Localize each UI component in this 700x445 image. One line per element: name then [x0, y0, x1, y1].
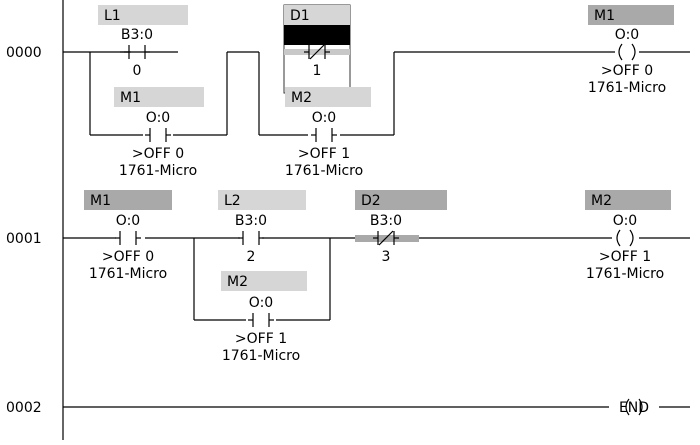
tag-box: [585, 190, 671, 210]
address-label: O:0: [146, 110, 170, 126]
coil-right-paren: [631, 43, 636, 61]
bit-label: >OFF 1: [599, 249, 651, 265]
address-label: O:0: [249, 295, 273, 311]
end-instruction-end[interactable]: END: [619, 398, 649, 416]
tag-label: M2: [591, 193, 612, 209]
bit-label: 3: [382, 249, 391, 265]
wire: [309, 44, 325, 60]
tag-label: M2: [227, 274, 248, 290]
tag-box: [218, 190, 306, 210]
tag-box: [355, 190, 447, 210]
address-label: O:0: [116, 213, 140, 229]
coil-left-paren: [618, 43, 623, 61]
coil-left-paren: [625, 398, 630, 416]
bit-label: 0: [133, 63, 142, 79]
tag-label: L2: [224, 193, 241, 209]
bit-label: >OFF 1: [298, 146, 350, 162]
rung-number: 0002: [6, 400, 42, 416]
tag-label: L1: [104, 8, 121, 24]
address-label: B3:0: [235, 213, 267, 229]
tag-box: [84, 190, 172, 210]
address-highlight: [284, 25, 350, 45]
tag-box: [98, 5, 188, 25]
address-label: B3:0: [121, 27, 153, 43]
address-label: O:0: [613, 213, 637, 229]
tag-box: [114, 87, 204, 107]
tag-box: [221, 271, 307, 291]
tag-box: [588, 5, 674, 25]
bit-label: >OFF 1: [235, 331, 287, 347]
bit-label: 2: [247, 249, 256, 265]
coil-left-paren: [616, 229, 621, 247]
coil-right-paren: [629, 229, 634, 247]
description-label: 1761-Micro: [285, 163, 363, 179]
tag-label: M2: [291, 90, 312, 106]
rung-number: 0000: [6, 45, 42, 61]
rung-number: 0001: [6, 231, 42, 247]
address-label: O:0: [615, 27, 639, 43]
tag-label: M1: [90, 193, 111, 209]
tag-label: D2: [361, 193, 381, 209]
bit-label: >OFF 0: [132, 146, 184, 162]
tag-box: [285, 87, 371, 107]
description-label: 1761-Micro: [588, 80, 666, 96]
contact-highlight: [355, 235, 419, 242]
bit-label: 1: [313, 63, 322, 79]
address-label: O:0: [312, 110, 336, 126]
tag-label: M1: [120, 90, 141, 106]
description-label: 1761-Micro: [586, 266, 664, 282]
bit-label: >OFF 0: [102, 249, 154, 265]
end-label: END: [619, 400, 649, 416]
coil-right-paren: [638, 398, 643, 416]
rung-0001: 0001: [6, 231, 690, 247]
address-label: B3:0: [301, 27, 333, 43]
tag-label: D1: [290, 8, 310, 24]
branch-wires: [89, 51, 395, 321]
wire: [378, 230, 394, 246]
description-label: 1761-Micro: [119, 163, 197, 179]
bit-label: >OFF 0: [601, 63, 653, 79]
description-label: 1761-Micro: [222, 348, 300, 364]
tag-box: [284, 5, 350, 25]
description-label: 1761-Micro: [89, 266, 167, 282]
address-label: B3:0: [370, 213, 402, 229]
rung-0002: 0002: [6, 400, 690, 416]
tag-label: M1: [594, 8, 615, 24]
